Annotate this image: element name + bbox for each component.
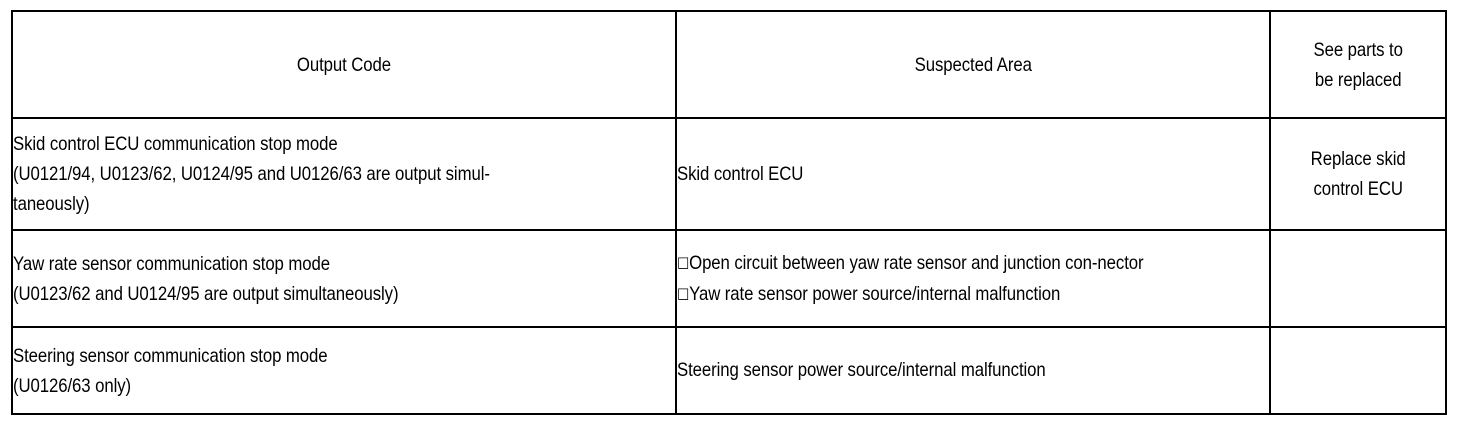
see-parts-line2: control ECU	[1313, 178, 1403, 200]
see-parts-text: Replace skid control ECU	[1271, 144, 1445, 204]
header-label-output-code: Output Code	[296, 53, 392, 76]
table-row: Yaw rate sensor communication stop mode …	[11, 229, 1447, 328]
cell-output-code: Yaw rate sensor communication stop mode …	[11, 229, 677, 328]
suspected-area-list: Steering sensor power source/internal ma…	[677, 355, 1269, 386]
output-code-line1: Yaw rate sensor communication stop mode	[13, 252, 330, 275]
header-see-parts-line2: be replaced	[1314, 68, 1402, 91]
table-row: Steering sensor communication stop mode …	[11, 326, 1447, 415]
square-bullet-icon: □	[677, 283, 690, 302]
list-item-label: Yaw rate sensor power source/internal ma…	[689, 282, 1061, 305]
cell-output-code: Steering sensor communication stop mode …	[11, 326, 677, 415]
cell-suspected-area: Skid control ECU	[675, 117, 1271, 231]
cell-output-code: Skid control ECU communication stop mode…	[11, 117, 677, 231]
list-item: Steering sensor power source/internal ma…	[677, 355, 1269, 386]
output-code-text: Steering sensor communication stop mode …	[13, 341, 675, 401]
cell-see-parts	[1269, 326, 1447, 415]
header-see-parts-line1: See parts to	[1313, 38, 1403, 61]
output-code-line2: (U0126/63 only)	[13, 374, 132, 397]
table-row: Skid control ECU communication stop mode…	[11, 117, 1447, 231]
suspected-area-text: Skid control ECU	[677, 159, 1269, 190]
header-cell-output-code: Output Code	[11, 10, 677, 119]
output-code-line2: (U0121/94, U0123/62, U0124/95 and U0126/…	[13, 163, 490, 185]
output-code-line1: Steering sensor communication stop mode	[13, 344, 328, 367]
square-bullet-icon: □	[677, 252, 690, 271]
list-item: □Open circuit between yaw rate sensor an…	[677, 248, 1269, 279]
suspected-area-list: □Open circuit between yaw rate sensor an…	[677, 248, 1269, 310]
see-parts-line1: Replace skid	[1310, 148, 1406, 170]
output-code-text: Yaw rate sensor communication stop mode …	[13, 249, 675, 309]
output-code-line3: taneously)	[13, 193, 90, 215]
cell-see-parts	[1269, 229, 1447, 328]
header-label-suspected-area: Suspected Area	[914, 53, 1032, 76]
suspected-area-list: Skid control ECU	[677, 159, 1269, 190]
table-header-row: Output Code Suspected Area See parts to …	[11, 10, 1447, 119]
list-item: Skid control ECU	[677, 159, 1269, 190]
header-label-see-parts: See parts to be replaced	[1271, 35, 1445, 95]
header-cell-see-parts: See parts to be replaced	[1269, 10, 1447, 119]
cell-see-parts: Replace skid control ECU	[1269, 117, 1447, 231]
cell-suspected-area: Steering sensor power source/internal ma…	[675, 326, 1271, 415]
list-item-label: Skid control ECU	[677, 162, 804, 185]
cell-suspected-area: □Open circuit between yaw rate sensor an…	[675, 229, 1271, 328]
list-item: □Yaw rate sensor power source/internal m…	[677, 279, 1269, 310]
list-item-label: Steering sensor power source/internal ma…	[677, 359, 1046, 381]
output-code-text: Skid control ECU communication stop mode…	[13, 129, 675, 219]
output-code-line1: Skid control ECU communication stop mode	[13, 133, 338, 155]
suspected-area-text: □Open circuit between yaw rate sensor an…	[677, 248, 1269, 310]
dtc-table: Output Code Suspected Area See parts to …	[11, 10, 1447, 415]
list-item-label: Open circuit between yaw rate sensor and…	[689, 251, 1144, 274]
output-code-line2: (U0123/62 and U0124/95 are output simult…	[13, 282, 399, 305]
suspected-area-text: Steering sensor power source/internal ma…	[677, 355, 1269, 386]
header-cell-suspected-area: Suspected Area	[675, 10, 1271, 119]
